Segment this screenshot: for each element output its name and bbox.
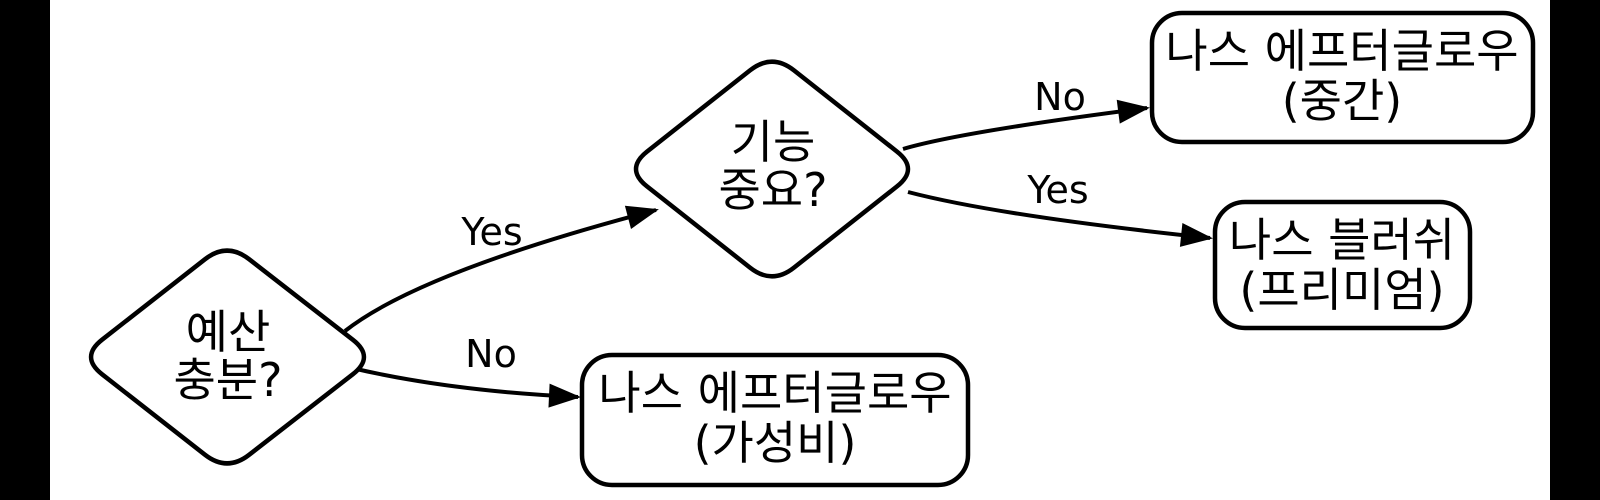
result-afterglow-value-box	[579, 352, 971, 488]
decision-feature-text-line1: 기능	[731, 115, 816, 169]
result-afterglow-value-text-line2: (가성비)	[694, 416, 857, 470]
decision-budget-text-line1: 예산	[186, 305, 271, 359]
edge-feature-no-line	[902, 99, 1150, 151]
left-letterbox-bar	[0, 0, 50, 500]
result-blush-premium-text-line1: 나스 블러쉬	[1229, 213, 1455, 267]
result-afterglow-mid-text-line2: (중간)	[1282, 74, 1403, 128]
edge-feature-yes-line	[907, 190, 1213, 247]
edge-label-budget-no: No	[465, 332, 517, 376]
right-letterbox-bar	[1550, 0, 1600, 500]
decision-budget-text-line2: 충분?	[173, 353, 282, 407]
decision-budget-diamond	[88, 248, 367, 466]
edge-label-budget-yes: Yes	[460, 210, 522, 254]
result-afterglow-mid-box	[1149, 10, 1536, 145]
result-afterglow-value-text-line1: 나스 에프터글로우	[598, 366, 951, 420]
edge-label-feature-yes: Yes	[1026, 168, 1088, 212]
decision-feature-diamond	[633, 59, 911, 279]
result-blush-premium-box	[1212, 199, 1473, 331]
result-blush-premium-text-line2: (프리미엄)	[1239, 263, 1444, 317]
decision-feature-text-line2: 중요?	[718, 163, 827, 217]
edge-label-feature-no: No	[1034, 75, 1086, 119]
edge-budget-yes-line	[343, 205, 659, 333]
edge-budget-no-line	[351, 366, 581, 408]
result-afterglow-mid-text-line1: 나스 에프터글로우	[1165, 24, 1518, 78]
